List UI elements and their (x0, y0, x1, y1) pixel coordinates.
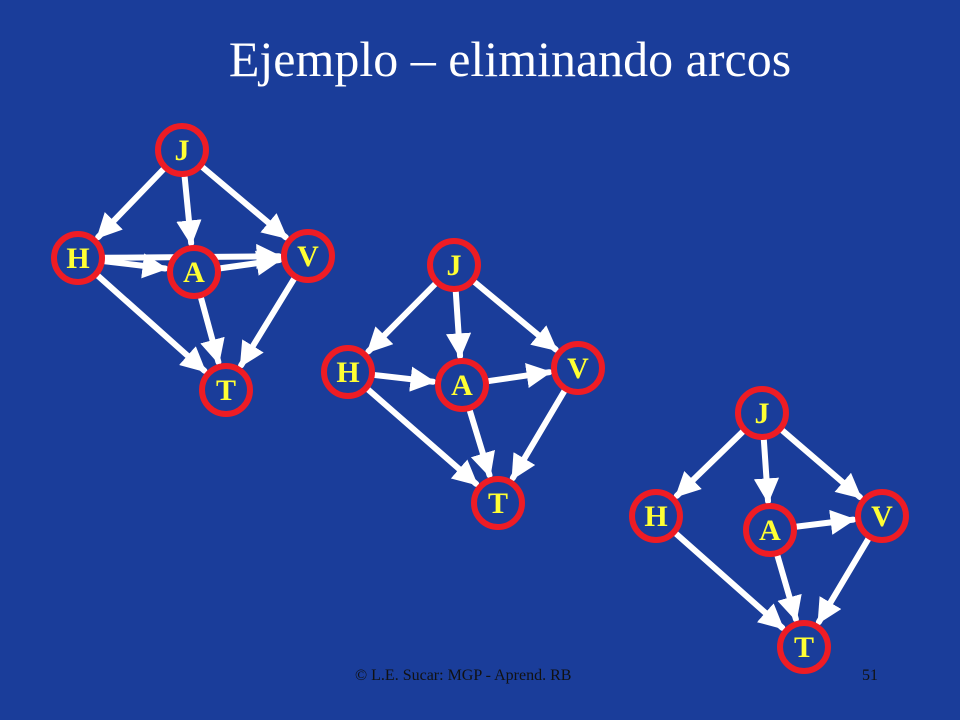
node-circle (281, 229, 335, 283)
slide-title: Ejemplo – eliminando arcos (228, 31, 792, 87)
graph3-node-j: J (735, 386, 789, 440)
graph3-edge-a-v (793, 509, 857, 535)
graph1-edge-h-a (101, 253, 169, 279)
graph1-node-a: A (167, 245, 221, 299)
node-circle (551, 341, 605, 395)
graph1-edge-j-v (199, 164, 289, 241)
node-label: T (794, 631, 814, 664)
graph3-edge-a-t (774, 552, 802, 623)
graph2-node-v: V (551, 341, 605, 395)
graph2-edge-j-h (365, 281, 438, 355)
graph3-node-h: H (629, 489, 683, 543)
graph1-edge-h-t (95, 272, 208, 374)
node-circle (321, 345, 375, 399)
node-label: T (488, 487, 508, 520)
graph3-edge-v-t (815, 536, 872, 626)
node-label: A (183, 256, 205, 289)
node-label: J (175, 134, 190, 167)
node-label: J (447, 249, 462, 282)
node-label: T (216, 374, 236, 407)
node-circle (777, 620, 831, 674)
node-circle (155, 123, 209, 177)
node-circle (167, 245, 221, 299)
node-label: V (297, 240, 319, 273)
graph1-node-v: V (281, 229, 335, 283)
node-label: V (871, 500, 893, 533)
graph2-edge-a-t (466, 407, 495, 479)
graph1-edge-a-v (217, 250, 283, 276)
graph2-node-j: J (427, 238, 481, 292)
node-label: H (66, 242, 89, 275)
graph3-edge-j-v (779, 427, 863, 501)
graph2-edge-j-v (471, 279, 559, 353)
graph1-node-h: H (51, 231, 105, 285)
graph3-node-v: V (855, 489, 909, 543)
node-label: H (336, 356, 359, 389)
node-label: J (755, 397, 770, 430)
node-label: V (567, 352, 589, 385)
graph2-edge-h-t (365, 386, 480, 487)
node-circle (435, 358, 489, 412)
node-circle (471, 476, 525, 530)
graph3-edge-j-a (753, 436, 780, 505)
footer-credit: © L.E. Sucar: MGP - Aprend. RB (355, 667, 572, 684)
node-circle (855, 489, 909, 543)
node-circle (51, 231, 105, 285)
graph3-edge-h-t (673, 530, 786, 631)
graph2-edge-h-a (371, 366, 437, 392)
node-circle (629, 489, 683, 543)
node-label: A (451, 369, 473, 402)
graph2-edge-j-a (445, 288, 472, 360)
graph2-node-a: A (435, 358, 489, 412)
graph1-edge-a-t (198, 295, 225, 366)
page-number: 51 (862, 667, 878, 684)
graph1-edge-j-a (176, 173, 202, 247)
node-label: H (644, 500, 667, 533)
graph2-node-h: H (321, 345, 375, 399)
graph3-edge-j-h (673, 428, 746, 499)
node-label: A (759, 514, 781, 547)
graph2-edge-v-t (509, 388, 568, 482)
node-circle (743, 503, 797, 557)
graph1-node-j: J (155, 123, 209, 177)
node-circle (199, 363, 253, 417)
node-circle (735, 386, 789, 440)
graph2-node-t: T (471, 476, 525, 530)
node-circle (427, 238, 481, 292)
graph3-node-t: T (777, 620, 831, 674)
graph1-edge-v-t (238, 276, 297, 369)
graph2-edge-a-v (485, 363, 553, 388)
graph1-node-t: T (199, 363, 253, 417)
graph3-node-a: A (743, 503, 797, 557)
graph1-edge-j-h (95, 166, 167, 241)
